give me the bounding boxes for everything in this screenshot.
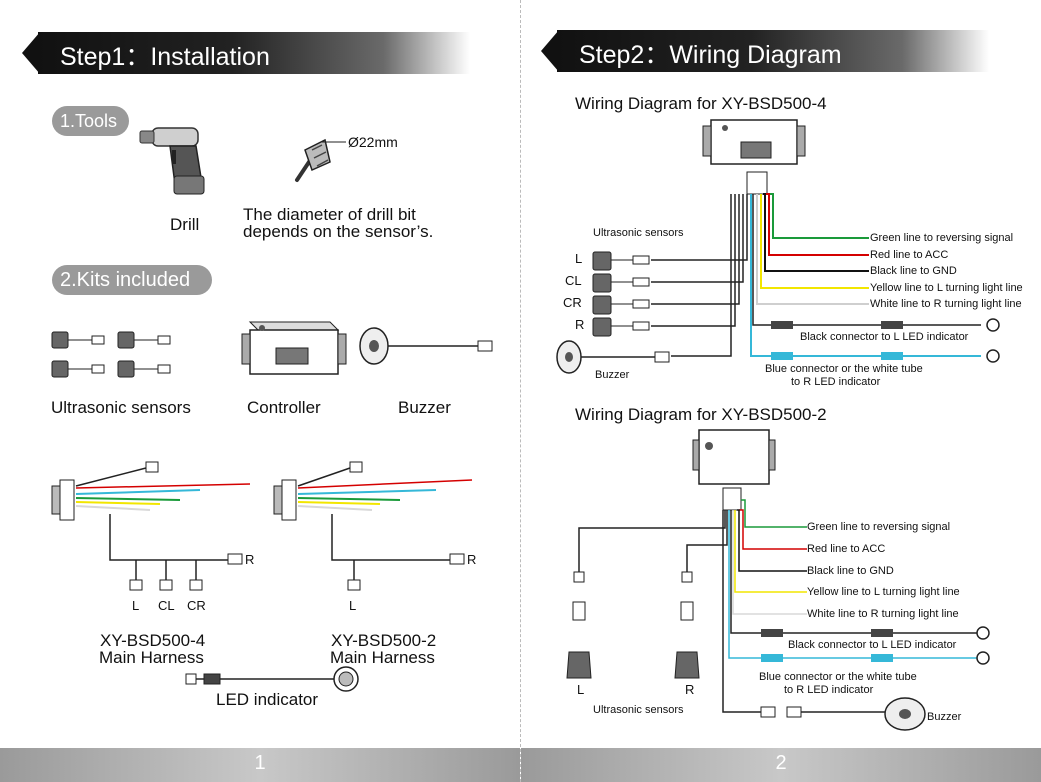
installation-illustrations: [51, 127, 493, 692]
harness-2-icon: [273, 461, 473, 591]
sensors-2-icons: [566, 571, 700, 679]
buzzer-2-icon: [884, 697, 926, 731]
banner-arrow: [22, 32, 40, 74]
d2-wire-black: Black line to GND: [807, 565, 894, 577]
harness2-desc: Main Harness: [330, 648, 435, 667]
banner-arrow: [541, 30, 559, 72]
sensor-icon: [117, 331, 171, 349]
bit-note-line1: The diameter of drill bit: [243, 205, 416, 224]
step2-banner: Step2：Wiring Diagram: [541, 30, 989, 72]
d2-blue-connector-line1: Blue connector or the white tube: [759, 671, 917, 683]
harness4-name: XY-BSD500-4: [100, 631, 206, 650]
tools-pill: 1.Tools: [52, 106, 130, 136]
d2-tag-r: R: [685, 682, 695, 697]
wiring-diagrams: [556, 119, 1000, 731]
d4-wire-white: White line to R turning light line: [870, 298, 1022, 310]
bit-size-label: Ø22mm: [348, 134, 398, 150]
page-number: 2: [775, 752, 787, 774]
harness2-name: XY-BSD500-2: [331, 631, 437, 650]
d4-wire-black: Black line to GND: [870, 265, 957, 277]
d2-buzzer-label: Buzzer: [927, 711, 962, 723]
harness2-tag-l: L: [349, 598, 357, 613]
banner-bar: [557, 30, 989, 72]
page-number: 1: [254, 752, 266, 774]
bit-note-line2: depends on the sensor’s.: [243, 222, 434, 241]
d4-buzzer-label: Buzzer: [595, 369, 630, 381]
controller-4-icon: [702, 119, 806, 195]
harness4-tag-cl: CL: [158, 598, 175, 613]
buzzer-icon: [359, 327, 493, 365]
d2-wire-yellow: Yellow line to L turning light line: [807, 586, 960, 598]
d4-blue-connector-line1: Blue connector or the white tube: [765, 363, 923, 375]
led-indicator-icon: [185, 666, 359, 692]
controller-2-wires: [578, 499, 990, 718]
controller-4-wires: [651, 193, 1000, 363]
harness4-tag-cr: CR: [187, 598, 206, 613]
d2-wire-red: Red line to ACC: [807, 543, 886, 555]
controller-icon: [241, 321, 347, 375]
sensors-4-icons: [592, 251, 650, 337]
d2-wire-white: White line to R turning light line: [807, 608, 959, 620]
diagram4-title: Wiring Diagram for XY-BSD500-4: [575, 94, 827, 113]
step1-title: Step1：Installation: [60, 43, 270, 71]
d4-black-connector: Black connector to L LED indicator: [800, 331, 969, 343]
drill-label: Drill: [170, 215, 200, 234]
banner-bar: [38, 32, 470, 74]
harness4-tag-r: R: [245, 552, 255, 567]
d4-sensors-label: Ultrasonic sensors: [593, 227, 684, 239]
d4-wire-yellow: Yellow line to L turning light line: [870, 282, 1023, 294]
diagram2-title: Wiring Diagram for XY-BSD500-2: [575, 405, 827, 424]
drill-bit-icon: [295, 138, 346, 182]
kit-sensors-label: Ultrasonic sensors: [51, 398, 191, 417]
d4-tag-cl: CL: [565, 273, 582, 288]
controller-2-icon: [692, 429, 776, 511]
page-footer: 2: [521, 748, 1041, 782]
harness4-desc: Main Harness: [99, 648, 204, 667]
sensor-icon: [117, 360, 171, 378]
page-footer: 1: [0, 748, 520, 782]
d4-tag-cr: CR: [563, 295, 582, 310]
d2-black-connector: Black connector to L LED indicator: [788, 639, 957, 651]
sensor-kit-icons: [51, 331, 171, 378]
d4-tag-l: L: [575, 251, 583, 266]
kit-controller-label: Controller: [247, 398, 321, 417]
d2-blue-connector-line2: to R LED indicator: [784, 684, 874, 696]
kit-buzzer-label: Buzzer: [398, 398, 451, 417]
drill-icon: [139, 127, 205, 195]
step1-banner: Step1：Installation: [22, 32, 470, 74]
d4-wire-red: Red line to ACC: [870, 249, 949, 261]
d4-wire-green: Green line to reversing signal: [870, 232, 1014, 244]
page-installation: Step1：Installation 1.Tools: [0, 0, 520, 782]
kits-pill: 2.Kits included: [52, 265, 213, 295]
d2-tag-l: L: [577, 682, 585, 697]
page-wiring-diagram: Step2：Wiring Diagram Wiring Diagram for …: [521, 0, 1041, 782]
d4-blue-connector-line2: to R LED indicator: [791, 376, 881, 388]
harness2-tag-r: R: [467, 552, 477, 567]
d2-wire-green: Green line to reversing signal: [807, 521, 951, 533]
buzzer-4-icon: [556, 340, 670, 374]
sensor-icon: [51, 360, 105, 378]
sensor-icon: [51, 331, 105, 349]
page-divider: [520, 0, 521, 782]
harness4-tag-l: L: [132, 598, 140, 613]
harness-4-icon: [51, 461, 251, 591]
d4-tag-r: R: [575, 317, 585, 332]
d2-sensors-label: Ultrasonic sensors: [593, 704, 684, 716]
step2-title: Step2：Wiring Diagram: [579, 41, 842, 69]
led-indicator-label: LED indicator: [216, 690, 319, 709]
